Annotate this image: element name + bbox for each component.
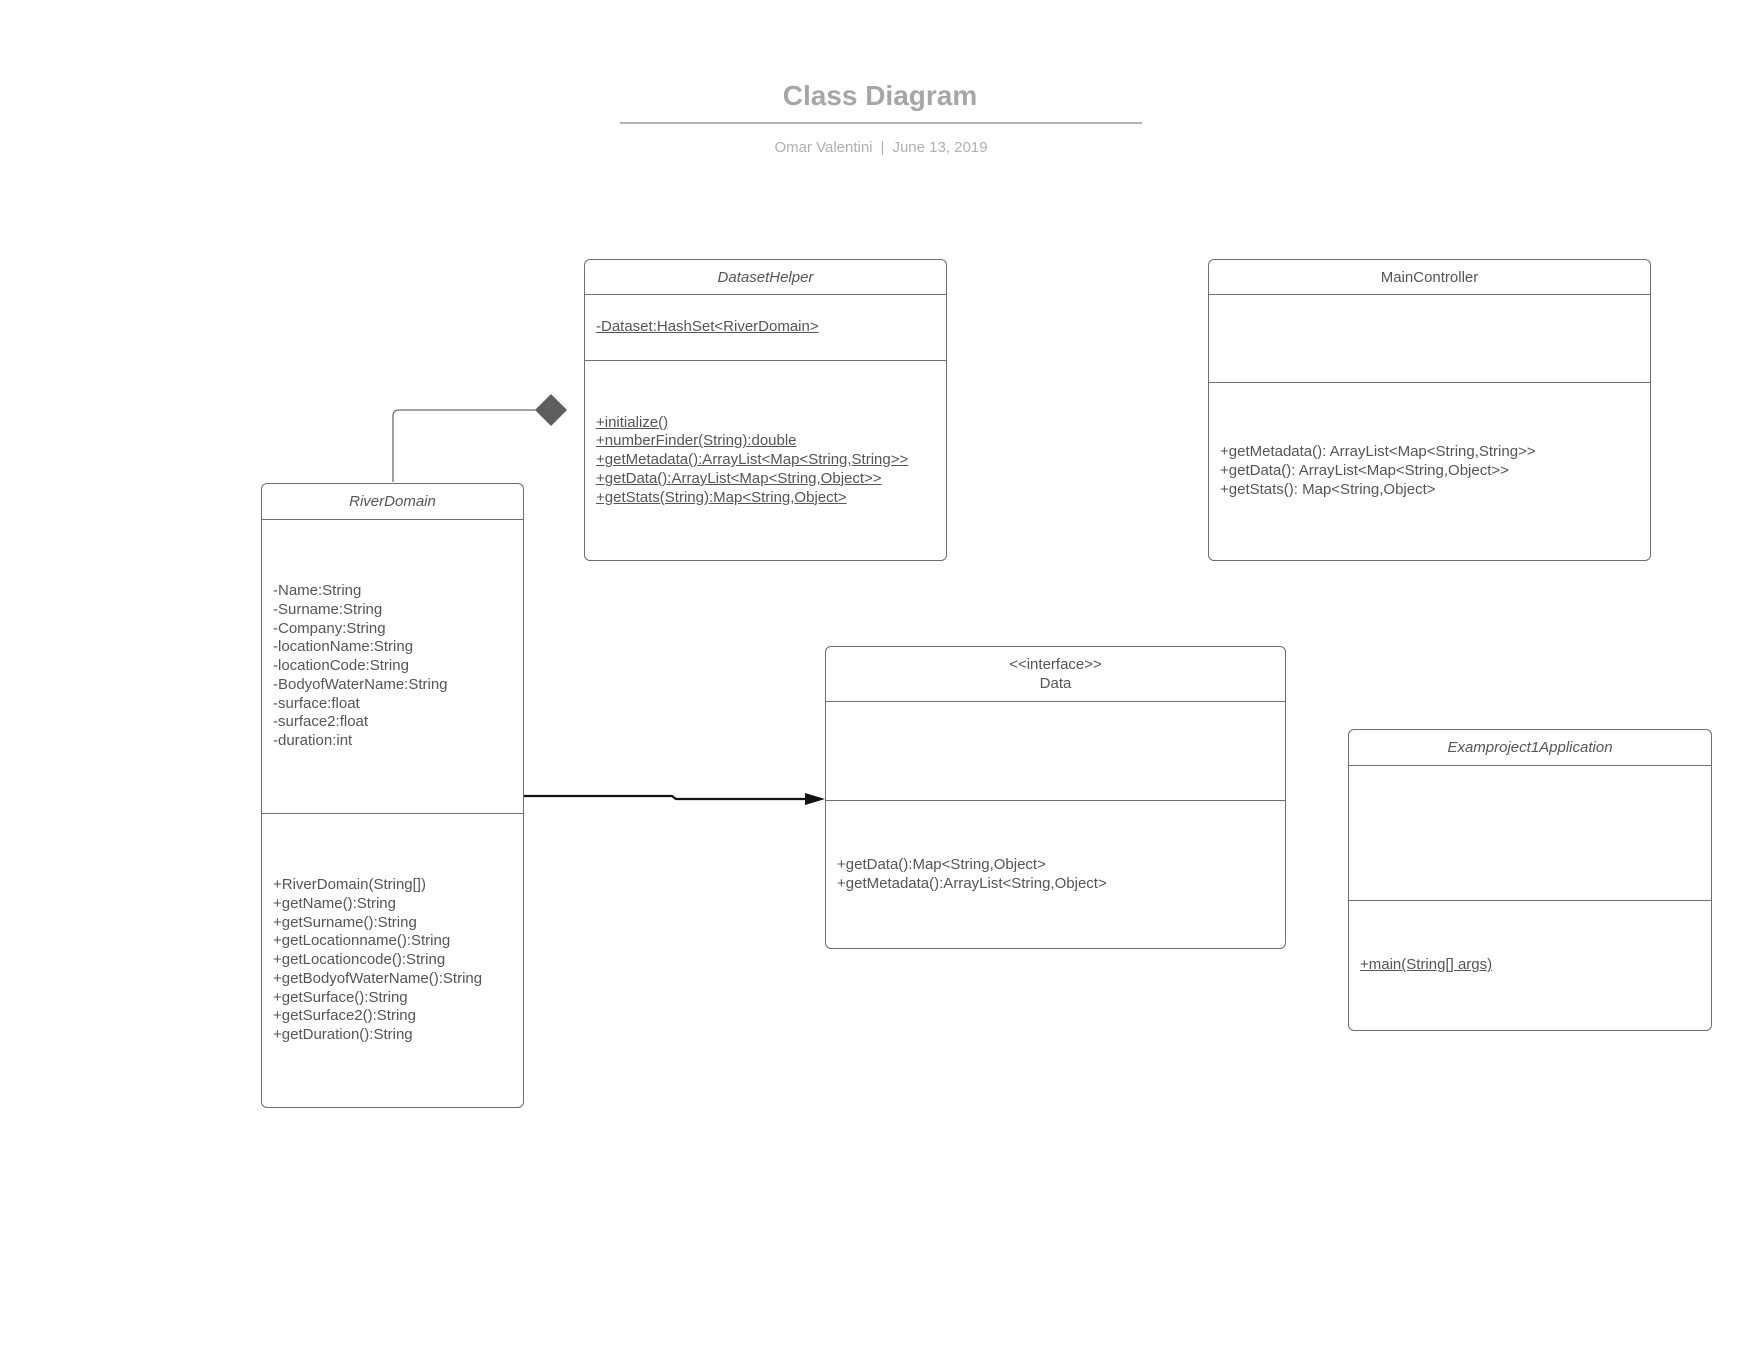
composition-diamond	[535, 394, 567, 426]
method-item: +numberFinder(String):double	[596, 432, 797, 450]
realization-arrowhead	[805, 793, 825, 805]
class-examproject1application[interactable]: Examproject1Application +main(String[] a…	[1348, 729, 1712, 1031]
class-data-interface[interactable]: <<interface>> Data +getData():Map<String…	[825, 646, 1286, 949]
author-name: Omar Valentini	[774, 139, 873, 156]
class-name: RiverDomain	[262, 484, 523, 520]
method-item: +getBodyofWaterName():String	[273, 969, 483, 987]
class-maincontroller[interactable]: MainController +getMetadata(): ArrayList…	[1208, 259, 1651, 561]
class-header: <<interface>> Data	[826, 647, 1285, 702]
attribute-item: -BodyofWaterName:String	[273, 675, 448, 693]
attributes-section: -Dataset:HashSet<RiverDomain>	[585, 295, 946, 360]
method-item: +getStats(String):Map<String,Object>	[596, 488, 847, 506]
method-item: +getMetadata():ArrayList<String,Object>	[837, 874, 1107, 892]
method-item: +initialize()	[596, 413, 669, 431]
class-datasethelper[interactable]: DatasetHelper -Dataset:HashSet<RiverDoma…	[584, 259, 947, 561]
methods-section: +getData():Map<String,Object> +getMetada…	[826, 800, 1285, 948]
diagram-title: Class Diagram	[782, 80, 978, 111]
attribute-item: -surface:float	[273, 694, 360, 712]
attributes-section	[826, 702, 1285, 800]
methods-section: +getMetadata(): ArrayList<Map<String,Str…	[1209, 382, 1650, 560]
method-item: +getName():String	[273, 895, 396, 913]
attribute-item: -Surname:String	[273, 601, 383, 619]
attribute-item: -locationCode:String	[273, 657, 409, 675]
method-item: +getSurface2():String	[273, 1007, 416, 1025]
attributes-section	[1209, 295, 1650, 382]
class-name: DatasetHelper	[585, 260, 946, 295]
attributes-section: -Name:String -Surname:String -Company:St…	[262, 520, 523, 813]
method-item: +getMetadata(): ArrayList<Map<String,Str…	[1220, 443, 1536, 461]
attribute-item: -Company:String	[273, 619, 386, 637]
method-item: +getStats(): Map<String,Object>	[1220, 480, 1436, 498]
attribute-item: -locationName:String	[273, 638, 414, 656]
diagram-subtitle: Omar Valentini | June 13, 2019	[620, 139, 1142, 156]
method-item: +RiverDomain(String[])	[273, 876, 426, 894]
attribute-item: -Dataset:HashSet<RiverDomain>	[596, 318, 819, 336]
interface-stereotype: <<interface>>	[1009, 656, 1102, 673]
method-item: +getSurname():String	[273, 913, 417, 931]
attributes-section	[1349, 766, 1711, 900]
class-name: MainController	[1209, 260, 1650, 295]
class-name: Data	[1039, 675, 1072, 692]
method-item: +getSurface():String	[273, 988, 408, 1006]
methods-section: +RiverDomain(String[]) +getName():String…	[262, 813, 523, 1107]
realization-connector[interactable]	[524, 793, 825, 805]
method-item: +getLocationcode():String	[273, 951, 446, 969]
class-name: Examproject1Application	[1349, 730, 1711, 766]
methods-section: +main(String[] args)	[1349, 900, 1711, 1030]
method-item: +getData():Map<String,Object>	[837, 855, 1046, 873]
attribute-item: -duration:int	[273, 731, 353, 749]
title-divider	[620, 122, 1142, 124]
method-item: +main(String[] args)	[1360, 956, 1493, 974]
method-item: +getLocationname():String	[273, 932, 451, 950]
attribute-item: -Name:String	[273, 582, 362, 600]
subtitle-separator: |	[880, 139, 885, 156]
method-item: +getData(): ArrayList<Map<String,Object>…	[1220, 462, 1509, 480]
composition-connector[interactable]	[392, 394, 567, 482]
diagram-date: June 13, 2019	[892, 139, 988, 156]
methods-section: +initialize() +numberFinder(String):doub…	[585, 360, 946, 560]
method-item: +getDuration():String	[273, 1025, 413, 1043]
attribute-item: -surface2:float	[273, 713, 369, 731]
method-item: +getMetadata():ArrayList<Map<String,Stri…	[596, 451, 909, 469]
class-riverdomain[interactable]: RiverDomain -Name:String -Surname:String…	[261, 483, 524, 1108]
method-item: +getData():ArrayList<Map<String,Object>>	[596, 469, 882, 487]
